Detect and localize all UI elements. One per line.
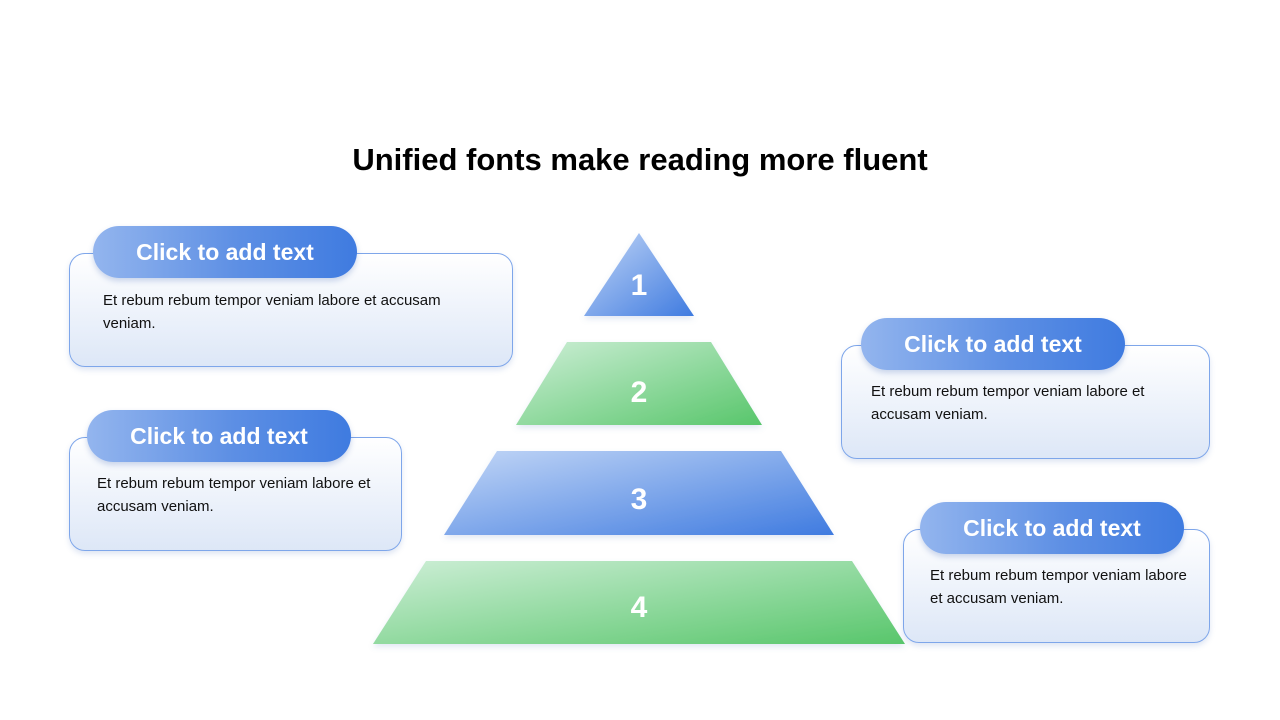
callout-body-4[interactable]: Et rebum rebum tempor veniam labore et a… bbox=[930, 567, 1187, 607]
pyramid-tier-1 bbox=[584, 233, 694, 316]
callout-heading-1[interactable]: Click to add text bbox=[93, 226, 357, 278]
pyramid-tier-3-label: 3 bbox=[631, 483, 648, 516]
pyramid-tier-2 bbox=[516, 342, 762, 425]
callout-body-3[interactable]: Et rebum rebum tempor veniam labore et a… bbox=[871, 383, 1145, 423]
pyramid-tier-3 bbox=[444, 451, 834, 535]
pyramid-tier-2-label: 2 bbox=[631, 376, 648, 409]
callout-body-1[interactable]: Et rebum rebum tempor veniam labore et a… bbox=[103, 292, 441, 332]
pyramid-tier-1-label: 1 bbox=[631, 269, 648, 302]
callout-heading-2[interactable]: Click to add text bbox=[87, 410, 351, 462]
callout-heading-3[interactable]: Click to add text bbox=[861, 318, 1125, 370]
slide-title[interactable]: Unified fonts make reading more fluent bbox=[352, 142, 928, 177]
callout-body-2[interactable]: Et rebum rebum tempor veniam labore et a… bbox=[97, 475, 371, 515]
pyramid-tier-4 bbox=[373, 561, 905, 644]
callout-heading-4[interactable]: Click to add text bbox=[920, 502, 1184, 554]
pyramid-tier-4-label: 4 bbox=[631, 591, 648, 624]
